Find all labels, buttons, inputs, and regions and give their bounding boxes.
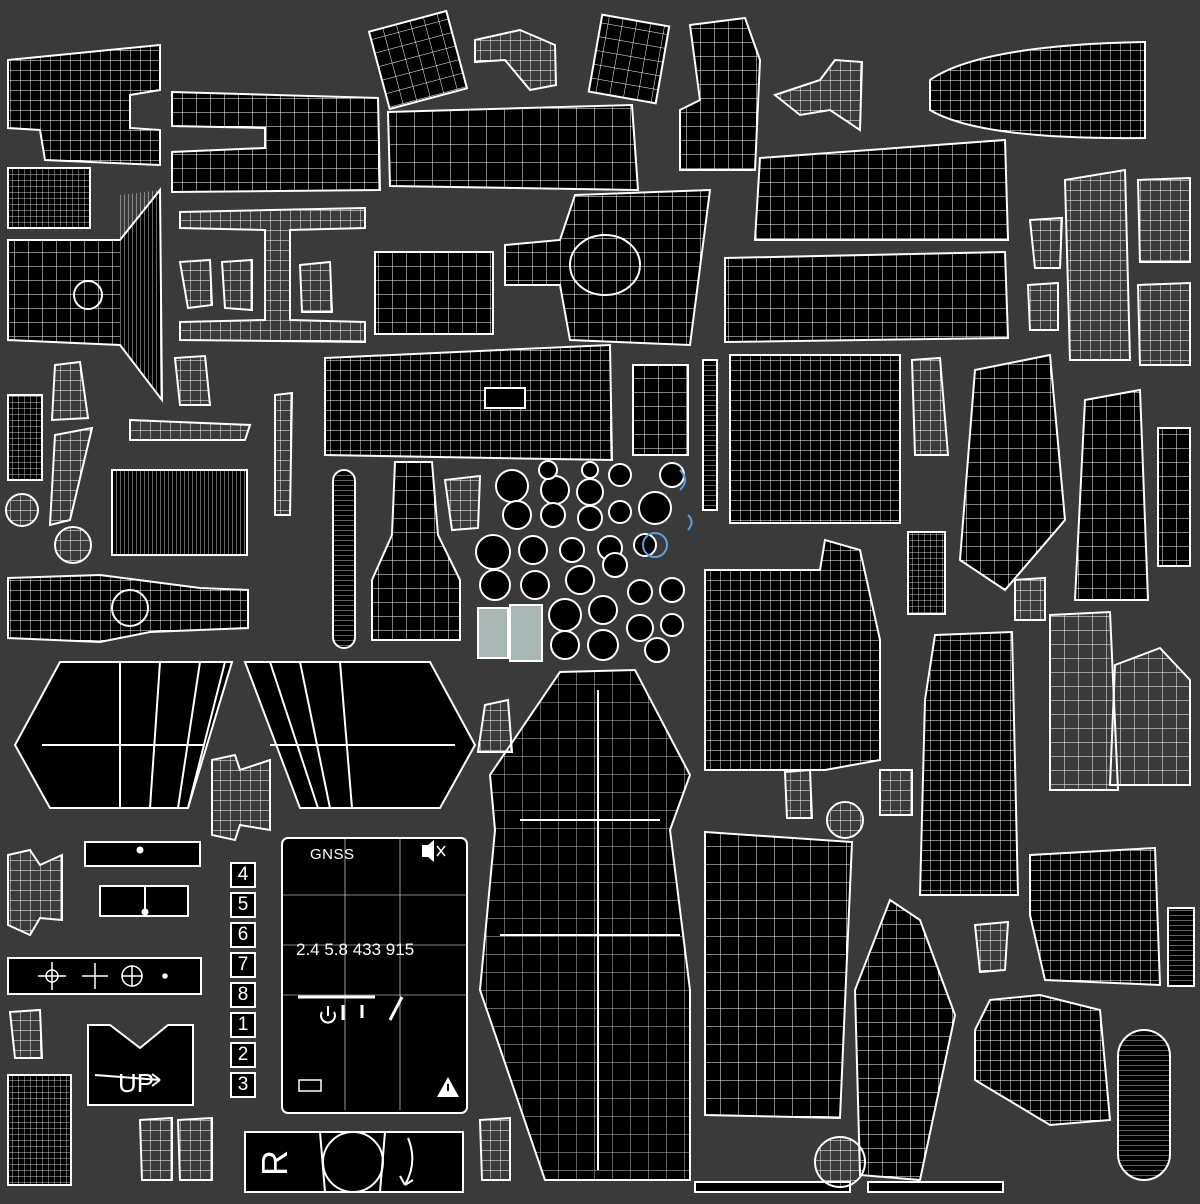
uv-island-windshield-right [243,661,477,809]
uv-island-column-strip [702,359,718,511]
uv-island-sphere-cluster [475,460,685,663]
uv-island-small-grid-left [7,394,43,481]
uv-island-pole [7,573,249,644]
uv-island-decal-bar-1 [84,841,201,867]
uv-island-decal-bar-2 [99,885,189,917]
uv-island-bracket [632,364,689,456]
uv-island-trousers-left [171,90,382,194]
uv-island-cuff [587,13,671,105]
uv-island-collar [679,16,762,171]
power-icon [320,1006,336,1024]
up-decal-panel [87,1024,194,1106]
number-tile: 4 [230,862,256,888]
uv-island-glove [974,993,1112,1127]
uv-island-block-right [1108,646,1191,786]
uv-island-shorts-center [324,343,614,462]
uv-island-jacket-back [753,138,1010,241]
accent-ring-marks [642,469,693,558]
uv-island-i-beam [179,206,366,344]
r-decal-label: R [254,1150,295,1176]
uv-island-tread-bottom [694,1181,851,1193]
uv-island-shirt-front [704,830,854,1120]
up-decal-label: UP [118,1068,155,1098]
uv-island-shirt-body [478,668,692,1181]
uv-island-pants-mid [704,538,881,771]
uv-island-hood-top-right [929,40,1146,140]
gnss-values-line: 2.4 5.8 433 915 [296,940,415,959]
uv-island-arc-band-lower [853,898,957,1182]
number-tile: 6 [230,922,256,948]
uv-island-capsule [1117,1029,1171,1181]
number-tile: 5 [230,892,256,918]
number-tile: 2 [230,1042,256,1068]
uv-island-sleeve-top-left [7,43,161,167]
uv-island-belt [724,250,1010,344]
number-tile: 1 [230,1012,256,1038]
uv-island-strap-piece [474,28,558,92]
battery-icon [298,1079,322,1092]
crosshair-icon [82,963,108,989]
uv-island-tread-bottom-right [867,1181,1004,1193]
uv-island-ribbon-right [1167,907,1195,987]
uv-island-funnel [7,187,164,403]
uv-island-arc-band [958,353,1067,592]
uv-island-fine-grid-bottom-left [7,1074,72,1186]
uv-island-strip-right [1157,427,1191,567]
uv-island-hem-right [1029,846,1162,987]
uv-island-cape [504,188,712,347]
number-tile: 7 [230,952,256,978]
uv-island-barcode-block [111,469,248,556]
uv-island-narrow-strip [907,531,946,615]
gnss-screen-panel [281,837,468,1114]
uv-island-small-pieces [5,168,1191,1188]
uv-island-windshield-left [13,661,234,809]
uv-island-sleeve-right [1049,610,1120,791]
uv-island-dense-grid [729,354,901,524]
uv-island-jacket-top [386,103,640,192]
uv-island-vest [371,461,461,641]
r-decal-panel [244,1131,464,1193]
gnss-title: GNSS [310,846,355,863]
number-tile: 3 [230,1072,256,1098]
uv-island-reticle-strip [7,957,202,995]
mute-icon [422,840,434,862]
uv-island-vertical-tube [332,469,356,649]
uv-island-bowtie-mid [211,753,271,842]
uv-island-small-block [7,167,91,229]
uv-island-leg-tall [918,630,1020,896]
number-tile: 8 [230,982,256,1008]
uv-island-strap-right [1073,388,1150,601]
uv-island-boot-box [374,251,494,335]
uv-island-bow [772,58,864,132]
uv-island-pocket [367,9,469,111]
uv-island-glass-panes [477,604,543,662]
uv-island-bowtie-left [7,848,63,937]
